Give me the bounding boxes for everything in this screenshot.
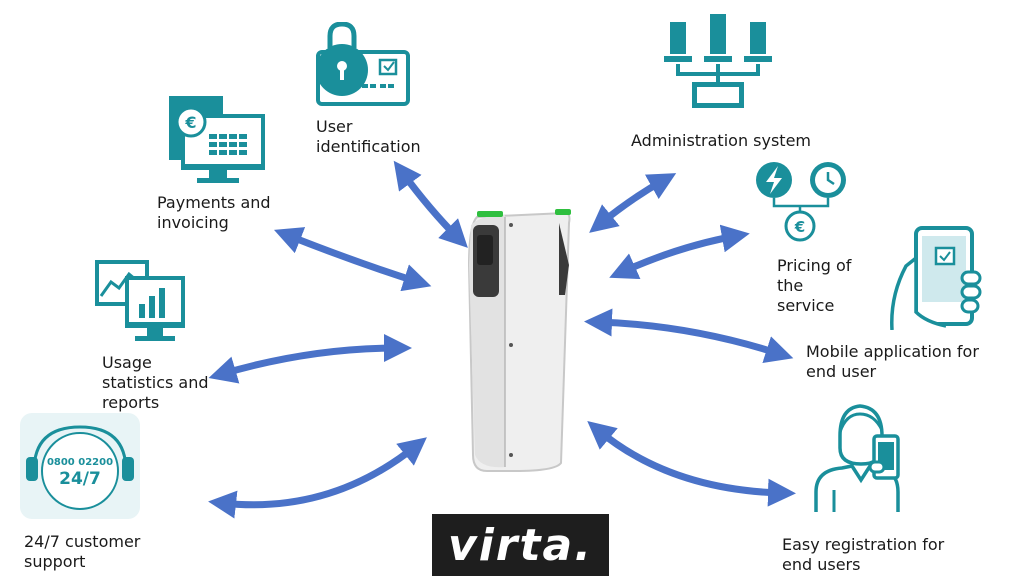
network-icon: [664, 14, 772, 108]
label-user-identification: User identification: [316, 117, 421, 156]
arrow-pricing: [609, 224, 750, 280]
pricing-icon: €: [756, 162, 846, 242]
arrow-user-identification: [393, 160, 468, 248]
arrow-payments: [273, 227, 432, 292]
virta-logo: virta.: [432, 514, 609, 576]
lock-card-icon: [316, 22, 410, 106]
svg-text:€: €: [184, 113, 196, 132]
support-hours: 24/7: [59, 469, 101, 489]
arrow-support: [208, 437, 427, 519]
invoice-monitor-icon: €: [169, 96, 265, 183]
support-number: 0800 02200: [46, 457, 114, 468]
support-tile: 0800 02200 24/7: [20, 413, 140, 519]
arrow-administration: [589, 173, 677, 233]
label-mobile: Mobile application for end user: [806, 342, 979, 381]
label-pricing: Pricing of the service: [777, 256, 852, 315]
arrow-registration: [587, 421, 796, 507]
label-registration: Easy registration for end users: [782, 535, 945, 574]
statistics-monitor-icon: [95, 260, 185, 341]
logo-text: virta.: [448, 519, 593, 571]
label-usage: Usage statistics and reports: [102, 353, 209, 412]
headset-icon: [26, 425, 134, 510]
phone-hand-icon: [890, 226, 982, 330]
person-phone-icon: [814, 404, 900, 512]
label-support: 24/7 customer support: [24, 532, 141, 571]
arrow-mobile: [584, 308, 794, 364]
label-administration: Administration system: [631, 131, 812, 150]
charging-station: [467, 209, 571, 472]
arrow-usage: [208, 334, 412, 384]
label-payments: Payments and invoicing: [157, 193, 271, 232]
svg-text:€: €: [794, 218, 805, 236]
